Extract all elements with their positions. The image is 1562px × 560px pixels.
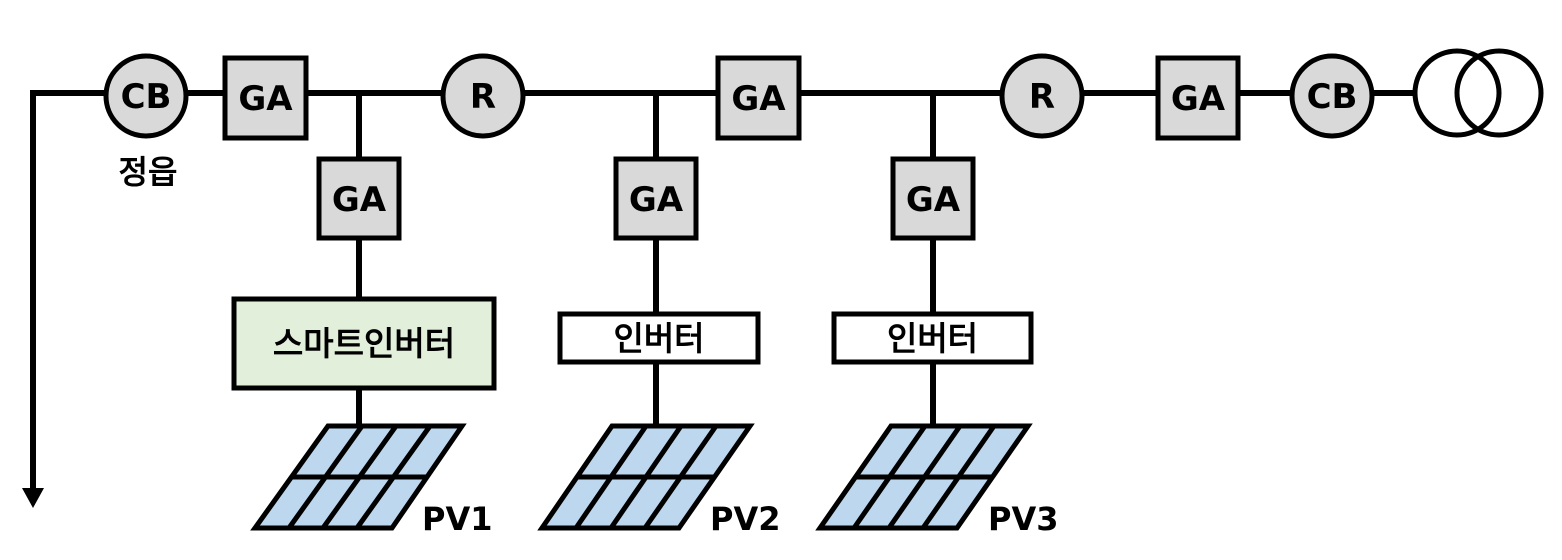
branch-2-gas-switch-label: GA <box>629 180 684 220</box>
branch-3-gas-switch-label: GA <box>906 180 961 220</box>
pv-panel-1-icon <box>250 423 467 531</box>
substation-caption: 정읍 <box>119 153 178 191</box>
pv-panel-2-icon <box>537 423 755 531</box>
branch-3-gas-switch: GA <box>890 156 976 241</box>
transformer-icon <box>1412 48 1544 138</box>
inverter-3: 인버터 <box>831 311 1034 365</box>
recloser-1: R <box>440 53 526 139</box>
gas-switch-2: GA <box>715 55 802 141</box>
circuit-breaker-left-label: CB <box>121 77 172 117</box>
branch-2-gas-switch: GA <box>613 156 699 241</box>
pv-panel-3-icon <box>815 423 1033 531</box>
recloser-1-label: R <box>470 77 496 117</box>
branch-1-gas-switch-label: GA <box>332 180 387 220</box>
gas-switch-2-label: GA <box>731 79 786 119</box>
inverter-2-label: 인버터 <box>613 319 704 358</box>
recloser-2-label: R <box>1029 77 1055 117</box>
gas-switch-3-label: GA <box>1171 79 1226 119</box>
gas-switch-3: GA <box>1155 55 1241 141</box>
gas-switch-1: GA <box>222 55 309 141</box>
pv-2-label: PV2 <box>710 500 780 538</box>
smart-inverter: 스마트인버터 <box>231 296 497 391</box>
circuit-breaker-right: CB <box>1289 53 1375 139</box>
inverter-3-label: 인버터 <box>887 319 978 358</box>
pv-1-label: PV1 <box>422 500 492 538</box>
branch-1-gas-switch: GA <box>316 156 402 241</box>
circuit-breaker-right-label: CB <box>1307 77 1358 117</box>
gas-switch-1-label: GA <box>238 79 293 119</box>
downstream-arrow-icon <box>22 488 44 508</box>
inverter-2: 인버터 <box>557 311 761 365</box>
circuit-breaker-left: CB <box>103 53 189 139</box>
pv-3-label: PV3 <box>988 500 1058 538</box>
smart-inverter-label: 스마트인버터 <box>273 324 455 363</box>
recloser-2: R <box>999 53 1085 139</box>
